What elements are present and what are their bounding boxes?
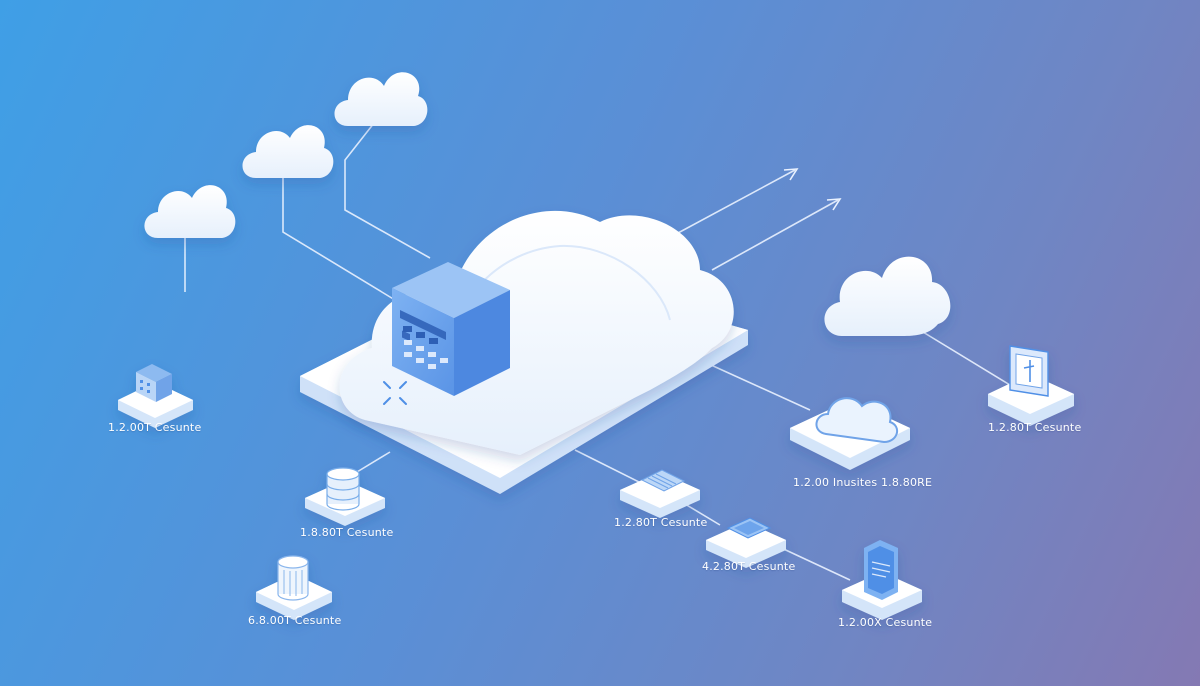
connector-line [282,170,396,301]
server-led [440,358,448,363]
node-chip [620,469,700,518]
small-cloud-2 [242,125,334,178]
connector-line [664,169,796,241]
expand-marker-icon [383,381,407,405]
connector-line [351,451,391,476]
node-phone [842,540,922,620]
node-label: 1.2.00X Cesunte [838,616,933,629]
arrowhead [783,168,799,181]
database-icon [326,467,360,511]
node-cloud [790,397,910,470]
connector-line [774,544,851,581]
building-icon [136,364,172,402]
small-cloud-1 [144,185,236,238]
phone-icon [864,540,898,600]
arrowheads [783,168,842,211]
node-database [305,467,385,526]
node-label: 4.2.80T Cesunte [702,560,796,573]
server-led [404,340,412,345]
node-label: 1.8.80T Cesunte [300,526,394,539]
connector-line [344,117,431,259]
cloud-outline-icon [815,397,899,444]
connector-line [711,199,839,271]
monitor-icon [726,517,772,539]
connector-line [574,449,646,486]
server-box [392,262,510,396]
arrowhead [826,198,842,211]
storage-icon [277,555,309,601]
connector-line [699,359,811,411]
node-label: 1.2.00 Inusites 1.8.80RE [793,476,933,489]
node-building [118,364,193,428]
node-label: 1.2.00T Cesunte [108,421,202,434]
node-monitor [706,517,786,568]
tablet-icon [1009,345,1049,397]
chip-icon [640,469,686,492]
small-cloud-3 [334,72,428,126]
right-cloud [824,256,951,336]
node-storage [256,555,332,620]
server-led [416,346,424,351]
node-label: 6.8.00T Cesunte [248,614,342,627]
server-led [416,358,424,363]
server-led [428,352,436,357]
server-led [404,352,412,357]
node-label: 1.2.80T Cesunte [988,421,1082,434]
server-led [428,364,436,369]
node-label: 1.2.80T Cesunte [614,516,708,529]
node-tablet [988,345,1074,426]
